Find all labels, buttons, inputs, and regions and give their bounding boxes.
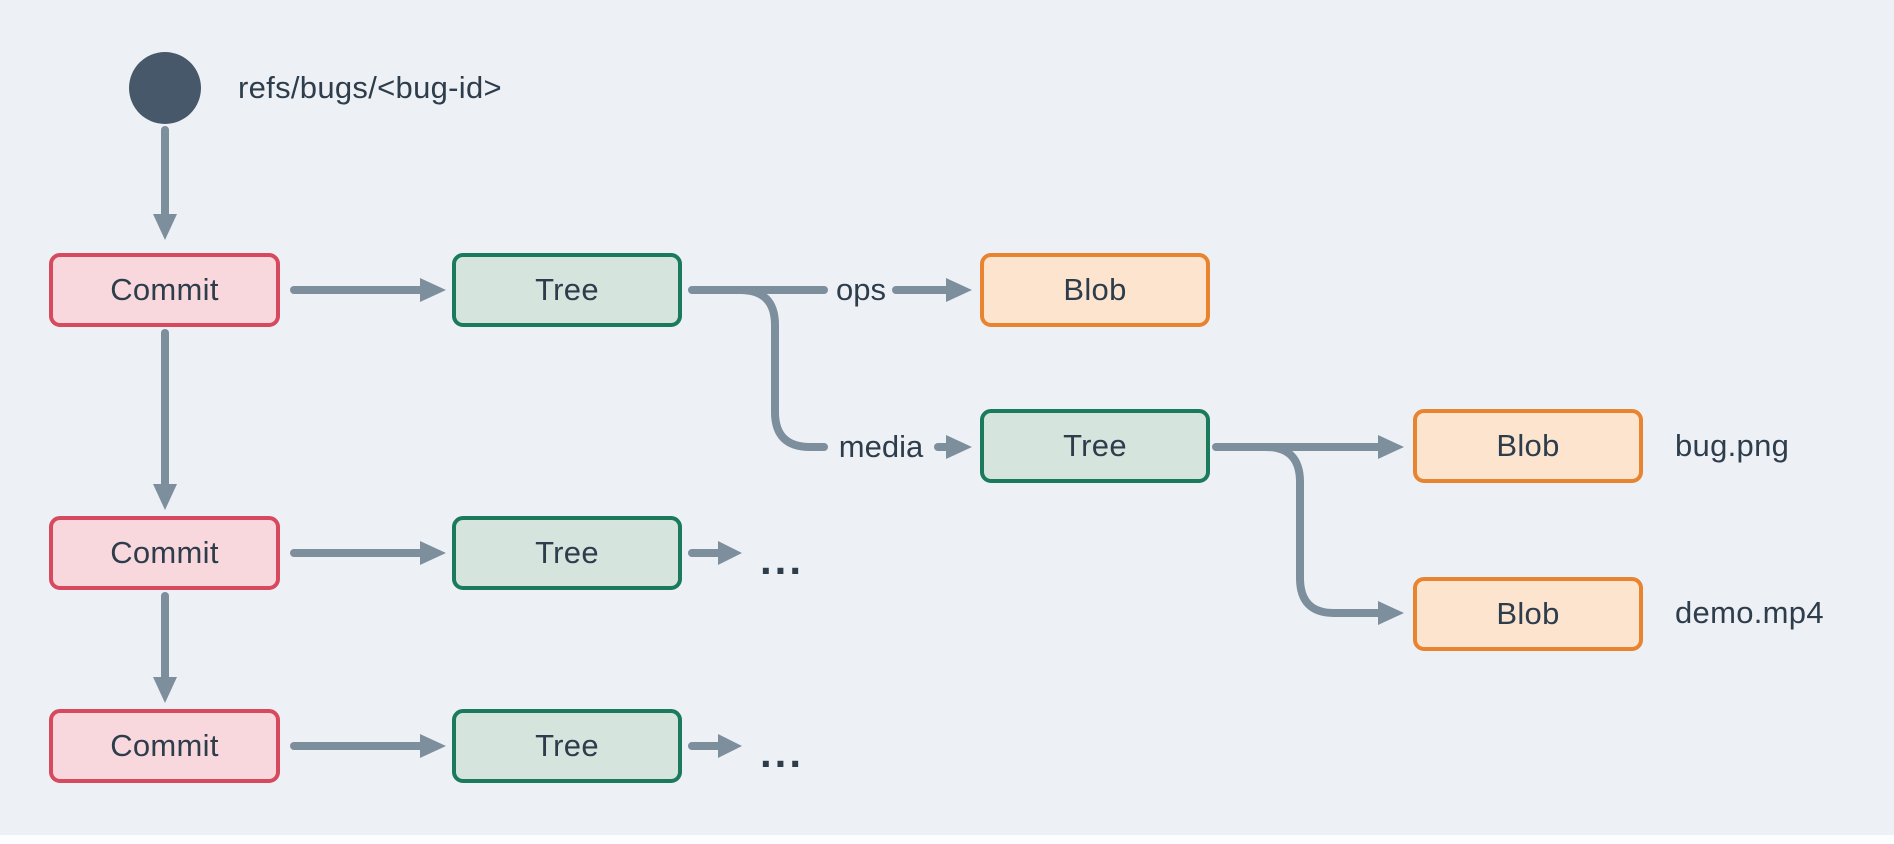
commit-node-2: Commit: [49, 516, 280, 590]
commit-node-3: Commit: [49, 709, 280, 783]
edge-label-media: media: [838, 429, 924, 464]
blob-node-demo-label: Blob: [1496, 596, 1560, 631]
commit-node-3-label: Commit: [110, 728, 219, 763]
ellipsis-row3: ...: [760, 729, 805, 776]
tree-node-3: Tree: [452, 709, 682, 783]
file-label-bug-png: bug.png: [1675, 428, 1790, 463]
arrowhead-media-to-tree2: [946, 435, 972, 459]
arrowhead-ref-to-commit1: [153, 214, 177, 240]
arrowhead-commit2-to-tree3: [420, 541, 446, 565]
commit-node-1: Commit: [49, 253, 280, 327]
ref-node-circle: [129, 52, 201, 124]
arrowhead-commit1-to-commit2: [153, 484, 177, 510]
edge-label-ops: ops: [836, 272, 886, 307]
blob-node-bug-label: Blob: [1496, 428, 1560, 463]
tree-node-2: Tree: [452, 516, 682, 590]
file-label-demo-mp4: demo.mp4: [1675, 595, 1824, 630]
tree-node-media-label: Tree: [1063, 428, 1127, 463]
ref-label: refs/bugs/<bug-id>: [238, 70, 502, 105]
arrowhead-tree2-to-blob-bug: [1378, 435, 1404, 459]
blob-node-ops-label: Blob: [1063, 272, 1127, 307]
arrowhead-commit2-to-commit3: [153, 677, 177, 703]
arrowhead-tree4-to-ellipsis: [718, 734, 742, 758]
tree-node-1: Tree: [452, 253, 682, 327]
tree-node-media: Tree: [980, 409, 1210, 483]
tree-node-1-label: Tree: [535, 272, 599, 307]
blob-node-bug: Blob: [1413, 409, 1643, 483]
arrowhead-ops-to-blob1: [946, 278, 972, 302]
arrowhead-tree2-to-blob-demo: [1378, 601, 1404, 625]
commit-node-1-label: Commit: [110, 272, 219, 307]
arrowhead-commit3-to-tree4: [420, 734, 446, 758]
commit-node-2-label: Commit: [110, 535, 219, 570]
blob-node-demo: Blob: [1413, 577, 1643, 651]
canvas-bottom-strip: [0, 835, 1894, 844]
edge-tree1-branch-to-media: [736, 286, 828, 451]
arrowhead-tree3-to-ellipsis: [718, 541, 742, 565]
tree-node-2-label: Tree: [535, 535, 599, 570]
edge-tree2-branch-to-blob-demo: [1262, 443, 1382, 617]
blob-node-ops: Blob: [980, 253, 1210, 327]
ellipsis-row2: ...: [760, 536, 805, 583]
arrowhead-commit1-to-tree1: [420, 278, 446, 302]
tree-node-3-label: Tree: [535, 728, 599, 763]
